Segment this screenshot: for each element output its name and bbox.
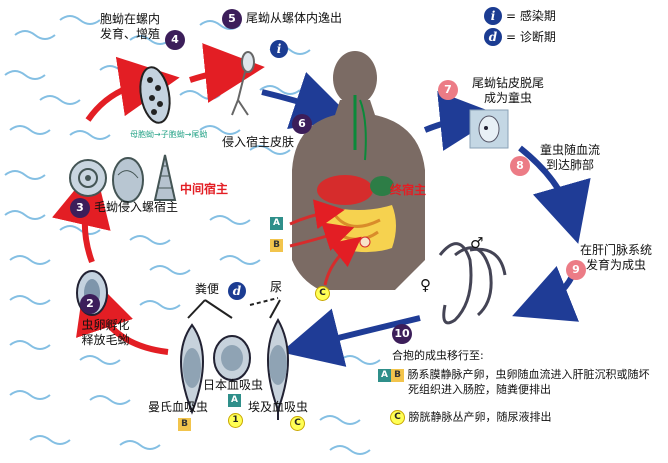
- mansoni-label: 曼氏血吸虫: [148, 400, 209, 414]
- definitive-host-label: 终宿主: [390, 183, 427, 197]
- step-2-label: 虫卵孵化释放毛蚴: [81, 318, 130, 347]
- step-7-badge: 7: [438, 80, 458, 100]
- japonicum-tag: A: [228, 393, 241, 408]
- diagnostic-stage-icon: d: [484, 28, 502, 46]
- step-5-label: 尾蚴从螺体内逸出: [246, 11, 343, 25]
- step-10-badge: 10: [392, 324, 412, 344]
- body-arrows: [289, 199, 362, 286]
- mansoni-tag: B: [178, 417, 191, 432]
- male-symbol: ♂: [470, 234, 484, 252]
- step-3-badge: 3: [70, 198, 90, 218]
- diagnostic-stage-label: = 诊断期: [506, 30, 556, 44]
- step-9-badge: 9: [566, 260, 586, 280]
- migration-ab-line2: 死组织进入肠腔，随粪便排出: [408, 383, 551, 396]
- step-6-badge: 6: [292, 114, 312, 134]
- sporocyst-chain-label: 母胞蚴→子胞蚴→尾蚴: [130, 130, 208, 139]
- step-4-badge: 4: [165, 30, 185, 50]
- step-8-badge: 8: [510, 156, 530, 176]
- body-tag-b: B: [270, 238, 283, 253]
- stool-label: 粪便: [195, 282, 220, 296]
- infective-stage-label: = 感染期: [506, 9, 556, 23]
- infective-stage-marker: i: [270, 40, 288, 58]
- body-tag-a: A: [270, 216, 283, 231]
- female-symbol: ♀: [420, 276, 431, 294]
- japonicum-tag-one: 1: [228, 413, 243, 428]
- body-tag-c: C: [315, 286, 330, 301]
- urine-label: 尿: [270, 280, 283, 294]
- migration-c-line: C 膀胱静脉丛产卵，随尿液排出: [390, 410, 552, 425]
- human-body: [292, 51, 425, 290]
- water-waves: [4, 15, 381, 455]
- step-2-badge: 2: [80, 294, 100, 314]
- snails: [69, 154, 177, 203]
- intermediate-host-label: 中间宿主: [180, 182, 229, 196]
- step-6-label: 侵入宿主皮肤: [222, 135, 295, 149]
- egg-leader-lines: [187, 297, 281, 319]
- japonicum-label: 日本血吸虫: [203, 378, 264, 392]
- cercaria: [231, 51, 255, 116]
- adult-worms: [438, 242, 507, 325]
- step-7-label: 尾蚴钻皮脱尾成为童虫: [471, 76, 544, 105]
- infective-stage-icon: i: [484, 7, 502, 25]
- eggs: [180, 317, 289, 420]
- sporocyst: [139, 66, 171, 124]
- schistosomulum: [469, 109, 509, 149]
- diagnostic-stage-marker: d: [228, 282, 246, 300]
- haematobium-label: 埃及血吸虫: [248, 400, 309, 414]
- step-8-label: 童虫随血流到达肺部: [539, 143, 600, 172]
- step-9-label: 在肝门脉系统发育为成虫: [579, 243, 652, 272]
- step-4-label: 胞蚴在螺内发育、增殖: [99, 12, 160, 41]
- step-5-badge: 5: [222, 9, 242, 29]
- haematobium-tag: C: [290, 416, 305, 431]
- step-3-label: 毛蚴侵入螺宿主: [94, 200, 179, 214]
- migration-title: 合抱的成虫移行至:: [392, 349, 484, 362]
